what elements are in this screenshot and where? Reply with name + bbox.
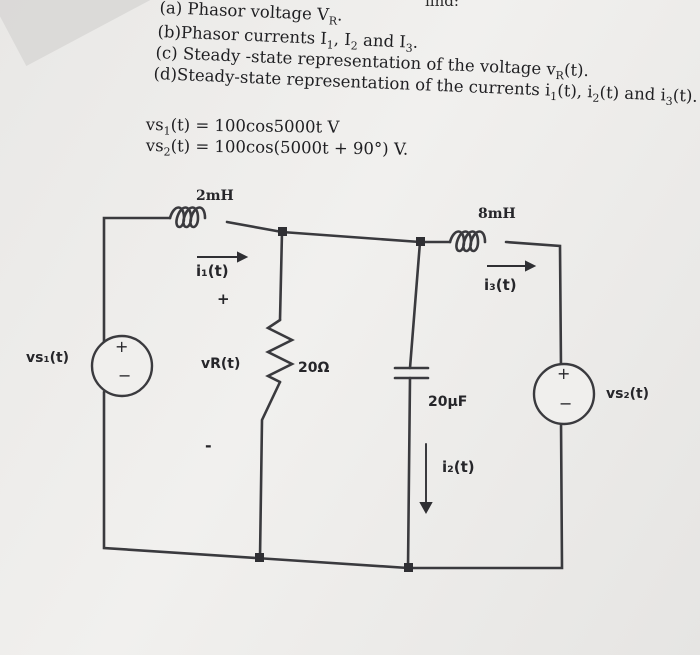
current-i2-label: i₂(t) — [442, 458, 475, 476]
vr-plus-mark: + — [217, 290, 230, 308]
vr-minus-mark: - — [205, 436, 212, 455]
wire-resistor-bottom — [258, 380, 282, 560]
inductor-l1-label: 2mH — [196, 188, 234, 204]
wire-right-bottom — [406, 418, 564, 570]
source-vs2 — [532, 362, 596, 426]
current-i1-label: i₁(t) — [196, 262, 229, 280]
source-vs1 — [90, 334, 154, 398]
vs2-plus-sign: + — [557, 364, 571, 383]
inductor-l2 — [448, 230, 487, 253]
capacitor-label: 20µF — [428, 394, 468, 410]
vs2-label: vs₂(t) — [606, 386, 650, 402]
cut-off-heading: iind: — [425, 0, 459, 10]
wire-right-top — [504, 240, 563, 370]
vs2-minus-sign: − — [559, 394, 573, 413]
wire-left-bottom — [102, 390, 410, 570]
vs1-plus-sign: + — [115, 337, 129, 356]
vs1-label: vs₁(t) — [26, 350, 70, 366]
node-dot-2 — [416, 237, 425, 246]
wire-cap-top — [408, 240, 422, 370]
wire-top-mid — [225, 220, 422, 244]
node-dot-3 — [255, 553, 264, 562]
vr-label: vR(t) — [201, 356, 241, 372]
resistor-label: 20Ω — [298, 360, 330, 376]
i2-arrowhead — [419, 502, 433, 515]
node-dot-1 — [278, 227, 287, 236]
vs1-minus-sign: − — [118, 366, 132, 385]
wire-cap-bottom — [406, 376, 412, 570]
node-dot-4 — [404, 563, 413, 572]
current-i3-label: i₃(t) — [484, 276, 517, 294]
inductor-l2-label: 8mH — [478, 206, 516, 222]
wire-left-top — [102, 216, 172, 345]
inductor-l1 — [168, 206, 207, 229]
resistor — [265, 318, 295, 384]
wire-resistor-top — [278, 230, 284, 322]
